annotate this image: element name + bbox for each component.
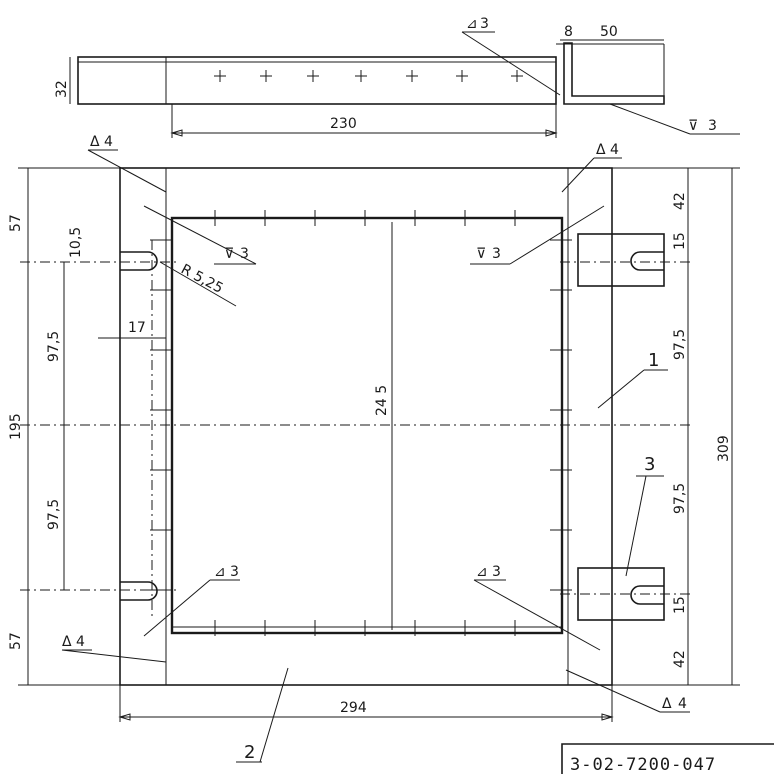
dim-text: 15 — [672, 232, 688, 250]
weld-size: 3 — [230, 564, 239, 580]
dim-text: 230 — [330, 116, 357, 132]
weld-symbol-top-right: ⊽ 3 — [609, 103, 740, 135]
dim-text: 42 — [672, 192, 688, 210]
dim-text: 57 — [8, 632, 24, 650]
svg-text:Δ: Δ — [596, 142, 606, 158]
svg-text:⊿: ⊿ — [476, 564, 488, 580]
weld-size: 3 — [492, 564, 501, 580]
dim-text: 57 — [8, 214, 24, 232]
dim-text: 24 5 — [374, 385, 390, 416]
weld-size: 3 — [708, 118, 717, 134]
symbol-size: 4 — [678, 696, 687, 712]
svg-text:Δ: Δ — [62, 634, 72, 650]
svg-text:Δ: Δ — [662, 696, 672, 712]
dim-text: 97,5 — [672, 483, 688, 514]
slot-left-upper — [120, 251, 158, 271]
outer-plate — [119, 167, 613, 686]
top-view-holes — [214, 70, 523, 82]
weld-symbol-bottom-left: ⊿ 3 — [143, 564, 240, 637]
weld-symbol-mid-left: ⊽ 3 — [143, 205, 257, 265]
weld-symbol-bottom-right: ⊿ 3 — [473, 564, 601, 651]
dim-height-32: 32 — [54, 57, 71, 104]
weld-symbol-mid-right: ⊽ 3 — [470, 205, 605, 265]
dim-width-294: 294 — [118, 685, 614, 722]
dim-text: 309 — [716, 435, 732, 462]
dim-text: R 5,25 — [178, 261, 226, 296]
slot-right-upper — [577, 233, 665, 287]
top-view-flange — [556, 42, 665, 105]
svg-text:⊿: ⊿ — [466, 16, 478, 32]
symbol-size: 4 — [104, 134, 113, 150]
svg-text:⊽: ⊽ — [688, 118, 698, 134]
weld-symbol-top-left: ⊿ 3 — [461, 16, 561, 96]
dim-text: 294 — [340, 700, 367, 716]
dim-text: 195 — [8, 413, 24, 440]
corner-symbol-top-right: Δ 4 — [561, 142, 622, 193]
callout-3: 3 — [625, 454, 664, 577]
dims-left: 57 10,5 97,5 195 97,5 57 17 R 5,25 — [8, 167, 237, 686]
dim-text: 50 — [600, 24, 618, 40]
dim-text: 10,5 — [68, 227, 84, 258]
dim-length-230: 230 — [170, 104, 558, 138]
dim-flange-50: 50 8 — [560, 24, 664, 41]
top-view: 32 230 50 8 ⊿ 3 ⊽ 3 — [54, 16, 740, 138]
dim-text: 97,5 — [46, 499, 62, 530]
weld-ticks — [150, 210, 572, 636]
callout-number: 1 — [648, 350, 659, 371]
dim-inner-height: 24 5 — [374, 222, 393, 630]
dim-text: 17 — [128, 320, 146, 336]
svg-text:⊿: ⊿ — [214, 564, 226, 580]
svg-text:⊽: ⊽ — [224, 246, 234, 262]
svg-text:Δ: Δ — [90, 134, 100, 150]
drawing-number: 3-02-7200-047 — [570, 755, 716, 774]
top-view-bar — [77, 56, 557, 105]
center-lines — [20, 240, 690, 620]
weld-size: 3 — [492, 246, 501, 262]
dim-text: 15 — [672, 596, 688, 614]
title-block: 3-02-7200-047 — [561, 743, 774, 774]
dim-text: 32 — [54, 80, 70, 98]
slot-left-lower — [120, 581, 158, 601]
main-view: 57 10,5 97,5 195 97,5 57 17 R 5,25 24 5 … — [8, 134, 740, 763]
weld-size: 3 — [240, 246, 249, 262]
corner-symbol-bottom-left: Δ 4 — [61, 634, 167, 663]
svg-text:⊽: ⊽ — [476, 246, 486, 262]
corner-symbol-top-left: Δ 4 — [87, 134, 167, 193]
callout-1: 1 — [597, 350, 668, 409]
dims-right: 42 15 97,5 309 97,5 15 42 — [612, 167, 740, 686]
dim-text: 97,5 — [672, 329, 688, 360]
callout-number: 3 — [644, 454, 655, 475]
dim-text: 8 — [564, 24, 573, 40]
dim-text: 42 — [672, 650, 688, 668]
corner-symbol-bottom-right: Δ 4 — [565, 669, 690, 713]
symbol-size: 4 — [76, 634, 85, 650]
weld-size: 3 — [480, 16, 489, 32]
callout-2: 2 — [236, 667, 289, 763]
callout-number: 2 — [244, 742, 255, 763]
dim-text: 97,5 — [46, 331, 62, 362]
symbol-size: 4 — [610, 142, 619, 158]
